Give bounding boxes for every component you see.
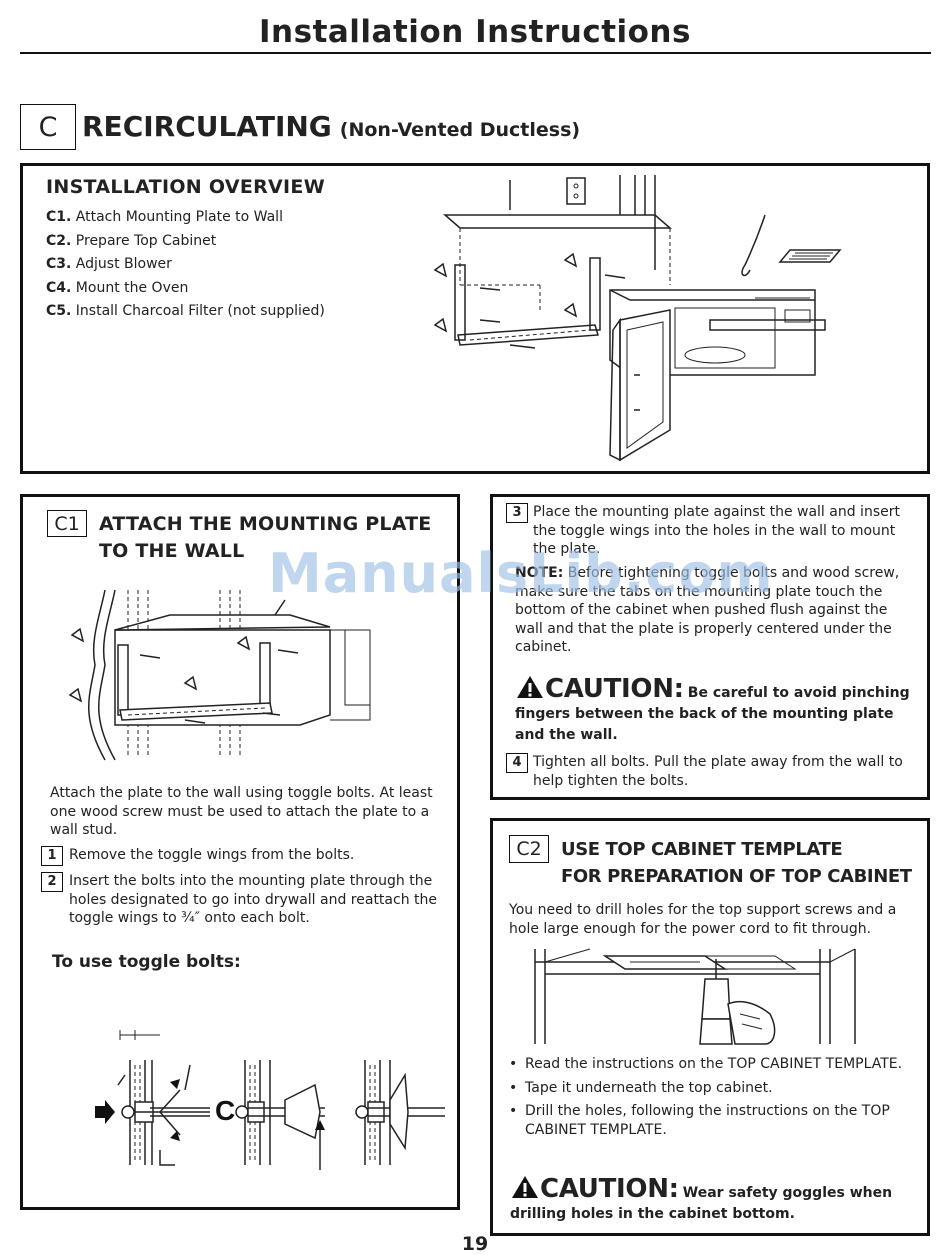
drill-cabinet-illustration: [534, 948, 856, 1045]
c1-step-1-text: Remove the toggle wings from the bolts.: [69, 847, 355, 863]
c1-step-1: 1 Remove the toggle wings from the bolts…: [41, 846, 446, 866]
section-subheading: (Non-Vented Ductless): [339, 119, 581, 141]
c2-heading-line2: FOR PREPARATION OF TOP CABINET: [561, 866, 912, 887]
c1-tag: C1: [47, 510, 87, 537]
list-item: Tape it underneath the top cabinet.: [509, 1079, 904, 1098]
list-item: Drill the holes, following the instructi…: [509, 1102, 904, 1139]
overview-item-code: C5.: [46, 303, 72, 319]
overview-panel: [20, 163, 930, 474]
caution-text: Wear safety goggles when drilling holes …: [510, 1185, 893, 1222]
c1-step-2-text: Insert the bolts into the mounting plate…: [69, 873, 437, 926]
c1-step-3-text: Place the mounting plate against the wal…: [533, 504, 900, 557]
list-item: C1. Attach Mounting Plate to Wall: [46, 206, 325, 230]
section-heading-text: RECIRCULATING: [82, 110, 332, 143]
c2-panel: [490, 818, 930, 1236]
step-number-box: 1: [41, 846, 63, 866]
c1-heading-line1: ATTACH THE MOUNTING PLATE: [99, 513, 432, 535]
overview-heading: INSTALLATION OVERVIEW: [46, 176, 325, 198]
step-number-box: 2: [41, 872, 63, 892]
caution-text: Be careful to avoid pinching fingers bet…: [515, 685, 910, 743]
list-item: Read the instructions on the TOP CABINET…: [509, 1055, 904, 1074]
overview-item-text: Install Charcoal Filter (not supplied): [75, 303, 325, 319]
c1-heading: ATTACH THE MOUNTING PLATE TO THE WALL: [99, 511, 439, 565]
overview-item-text: Attach Mounting Plate to Wall: [75, 209, 283, 225]
c2-heading: USE TOP CABINET TEMPLATE FOR PREPARATION…: [561, 836, 921, 890]
c1-note: NOTE: Before tightening toggle bolts and…: [515, 564, 907, 657]
overview-item-code: C1.: [46, 209, 72, 225]
step-number-box: 3: [506, 503, 528, 523]
list-item: C2. Prepare Top Cabinet: [46, 230, 325, 254]
mounting-plate-illustration: [68, 589, 371, 761]
overview-item-text: Adjust Blower: [75, 256, 172, 272]
list-item: C5. Install Charcoal Filter (not supplie…: [46, 300, 325, 324]
c2-tag: C2: [509, 835, 549, 863]
note-text: Before tightening toggle bolts and wood …: [515, 565, 900, 655]
page-title: Installation Instructions: [259, 14, 691, 50]
c1-caution: CAUTION:Be careful to avoid pinching fin…: [515, 674, 910, 745]
list-item: C4. Mount the Oven: [46, 277, 325, 301]
section-heading: RECIRCULATING (Non-Vented Ductless): [82, 110, 580, 143]
note-label: NOTE:: [515, 565, 564, 581]
c1-intro: Attach the plate to the wall using toggl…: [50, 785, 433, 838]
caution-label: CAUTION:: [540, 1174, 679, 1204]
overview-item-code: C3.: [46, 256, 72, 272]
caution-label: CAUTION:: [545, 674, 684, 704]
c1-step-3: 3 Place the mounting plate against the w…: [506, 503, 906, 559]
warning-icon: [517, 676, 543, 698]
step-number-box: 4: [506, 753, 528, 773]
warning-icon: [512, 1176, 538, 1198]
c1-heading-line2: TO THE WALL: [99, 540, 245, 562]
c2-heading-line1: USE TOP CABINET TEMPLATE: [561, 839, 843, 860]
title-divider: [20, 52, 931, 54]
section-letter-box: C: [20, 104, 76, 150]
svg-text:C: C: [215, 1095, 235, 1126]
c1-continued-panel: [490, 494, 930, 800]
c1-step-2: 2 Insert the bolts into the mounting pla…: [41, 872, 446, 928]
overview-item-text: Prepare Top Cabinet: [75, 232, 217, 249]
toggle-bolts-heading: To use toggle bolts:: [52, 952, 241, 972]
list-item: C3. Adjust Blower: [46, 253, 325, 277]
overview-illustration: [433, 175, 842, 462]
overview-item-text: Mount the Oven: [75, 279, 189, 296]
overview-item-code: C2.: [46, 232, 72, 249]
c1-step-4-text: Tighten all bolts. Pull the plate away f…: [533, 754, 903, 789]
c2-caution: CAUTION:Wear safety goggles when drillin…: [510, 1174, 905, 1224]
c2-intro: You need to drill holes for the top supp…: [509, 902, 897, 937]
overview-item-code: C4.: [46, 279, 72, 296]
c1-step-4: 4 Tighten all bolts. Pull the plate away…: [506, 753, 906, 790]
c1-panel: [20, 494, 460, 1210]
overview-list: C1. Attach Mounting Plate to Wall C2. Pr…: [46, 206, 325, 324]
page-number: 19: [461, 1233, 489, 1255]
c2-bullets: Read the instructions on the TOP CABINET…: [509, 1055, 904, 1139]
toggle-bolt-illustration: C: [95, 1030, 445, 1170]
watermark-logo: ManualsLib.com: [268, 542, 774, 605]
